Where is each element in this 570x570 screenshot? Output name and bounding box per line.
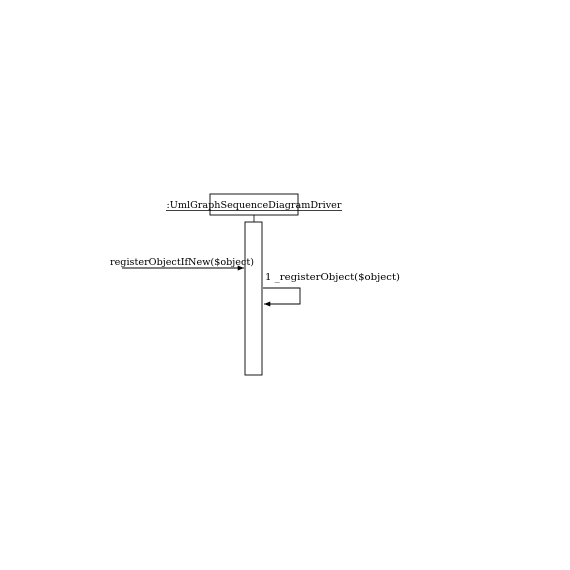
incoming-message-label: registerObjectIfNew($object)	[110, 257, 254, 268]
self-message-label: 1 _registerObject($object)	[265, 272, 400, 283]
lifeline-object-name: :UmlGraphSequenceDiagramDriver	[167, 200, 342, 211]
incoming-message: registerObjectIfNew($object)	[110, 257, 254, 271]
activation-bar	[244, 221, 263, 376]
self-message: 1 _registerObject($object)	[263, 272, 400, 307]
lifeline-object: :UmlGraphSequenceDiagramDriver	[166, 193, 342, 216]
self-message-arrow	[263, 287, 301, 307]
